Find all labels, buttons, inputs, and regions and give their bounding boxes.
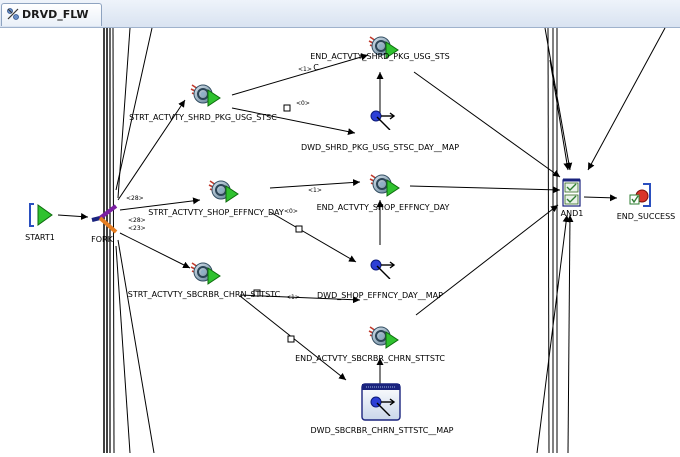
start-node[interactable]: START1	[25, 203, 55, 242]
mapping-icon	[370, 110, 395, 130]
fork-icon	[91, 204, 118, 234]
activity-label: END_ACTVTY_SBCRBR_CHRN_STTSTC	[295, 354, 445, 363]
activity-label: STRT_ACTVTY_SHOP_EFFNCY_DAY	[148, 208, 284, 217]
mapping-label: DWD_SHOP_EFFNCY_DAY__MAP	[317, 291, 443, 300]
end-success-label: END_SUCCESS	[617, 212, 676, 221]
activity-end-shop[interactable]: END_ACTVTY_SHOP_EFFNCY_DAY	[317, 174, 450, 212]
end-success-node[interactable]: END_SUCCESS	[617, 183, 676, 221]
process-flow-diagram: START1 FORK <28> <28> <23> <1> <0> <1> <…	[25, 27, 676, 454]
edge-label: <28>	[126, 195, 144, 202]
and-node[interactable]: AND1	[561, 178, 584, 218]
mapping-shop[interactable]: DWD_SHOP_EFFNCY_DAY__MAP	[317, 259, 443, 300]
mapping-sbcr[interactable]: DWD_SBCRBR_CHRN_STTSTC__MAP	[311, 383, 454, 435]
end-success-icon	[629, 183, 651, 207]
process-flow-icon	[7, 8, 19, 20]
edge-label: <1>	[298, 66, 312, 73]
edge-label: <1>	[286, 294, 300, 301]
edge-label: <0>	[284, 208, 298, 215]
activity-icon	[208, 180, 239, 203]
and-icon	[562, 178, 581, 207]
tab-title: DRVD_FLW	[22, 8, 89, 21]
activity-label: STRT_ACTVTY_SHRD_PKG_USG_STSC	[129, 113, 277, 122]
and-label: AND1	[561, 209, 584, 218]
activity-strt-shop[interactable]: STRT_ACTVTY_SHOP_EFFNCY_DAY	[148, 180, 284, 217]
edge-handles	[253, 104, 303, 343]
activity-icon	[190, 262, 221, 285]
edge-label: <23>	[128, 225, 146, 232]
activity-strt-shrd[interactable]: STRT_ACTVTY_SHRD_PKG_USG_STSC	[129, 84, 277, 122]
edge-label: <0>	[296, 100, 310, 107]
edge-labels: <28> <28> <23> <1> <0> <1> <0> <1>	[126, 66, 322, 301]
fork-node[interactable]: FORK	[91, 204, 118, 244]
activity-label: STRT_ACTVTY_SBCRBR_CHRN_STTSTC	[128, 290, 281, 299]
activity-end-sbcr[interactable]: END_ACTVTY_SBCRBR_CHRN_STTSTC	[295, 326, 445, 363]
background-lines	[103, 27, 558, 454]
tab-drvd-flw[interactable]: DRVD_FLW	[1, 3, 102, 26]
activity-end-shrd[interactable]: END_ACTVTY_SHRD_PKG_USG_STS C	[310, 36, 450, 72]
editor-tab-bar: DRVD_FLW	[0, 0, 680, 28]
activity-label: END_ACTVTY_SHOP_EFFNCY_DAY	[317, 203, 450, 212]
activity-icon	[190, 84, 221, 107]
activity-icon	[368, 326, 399, 349]
start-icon	[29, 203, 53, 227]
mapping-icon	[370, 259, 395, 279]
mapping-label: DWD_SHRD_PKG_USG_STSC_DAY__MAP	[301, 143, 459, 152]
edge-label: <1>	[308, 187, 322, 194]
activity-strt-sbcr[interactable]: STRT_ACTVTY_SBCRBR_CHRN_STTSTC	[128, 262, 281, 299]
activity-icon	[369, 174, 400, 197]
flow-edges	[57, 27, 666, 454]
mapping-label: DWD_SBCRBR_CHRN_STTSTC__MAP	[311, 426, 454, 435]
activity-label-wrap: C	[313, 63, 319, 72]
activity-label: END_ACTVTY_SHRD_PKG_USG_STS	[310, 52, 450, 61]
edge-label: <28>	[128, 217, 146, 224]
fork-label: FORK	[91, 235, 113, 244]
mapping-shrd[interactable]: DWD_SHRD_PKG_USG_STSC_DAY__MAP	[301, 110, 459, 152]
process-flow-canvas[interactable]: START1 FORK <28> <28> <23> <1> <0> <1> <…	[0, 27, 680, 454]
start-label: START1	[25, 233, 55, 242]
